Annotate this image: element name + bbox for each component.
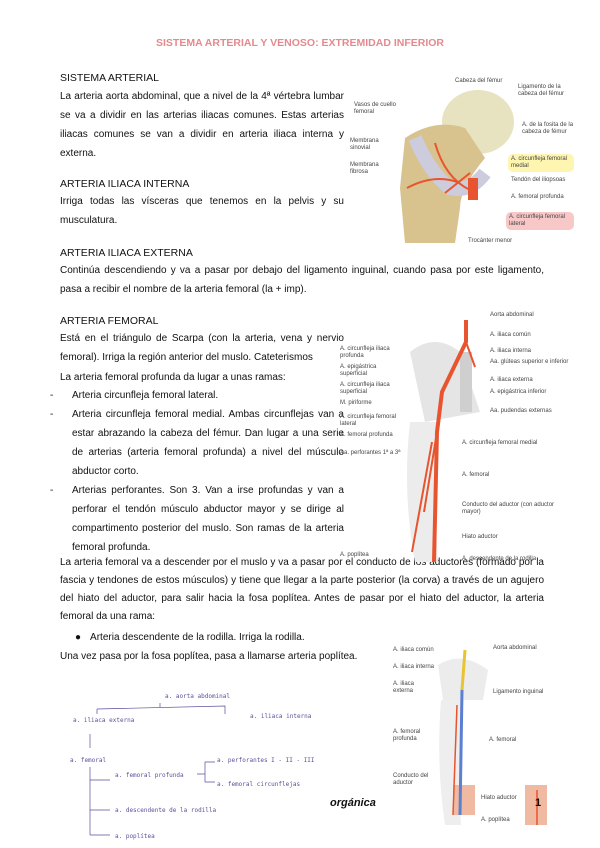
femur-head-figure: Cabeza del fémur Ligamento de la cabeza … <box>350 78 578 250</box>
figure-label: A. iliaca externa <box>393 681 415 694</box>
hand-label: a. femoral profunda <box>115 772 184 779</box>
figure-label: A. iliaca común <box>393 647 434 653</box>
figure-label: Conducto del aductor (con aductor mayor) <box>462 502 555 515</box>
figure-label: Ligamento inguinal <box>493 689 544 695</box>
figure-label: A. iliaca interna <box>393 664 435 670</box>
hand-label: a. aorta abdominal <box>165 693 230 700</box>
thigh-arteries-figure: Aorta abdominal A. iliaca común A. iliac… <box>340 312 580 568</box>
hand-label: a. femoral circunflejas <box>217 781 300 788</box>
figure-label: A. poplítea <box>340 552 369 558</box>
figure-label: Aorta abdominal <box>493 645 537 651</box>
hand-label: a. femoral <box>70 757 107 764</box>
figure-label: A. descendente de la rodilla <box>462 556 537 562</box>
dot-bullet: ●Arteria descendente de la rodilla. Irri… <box>75 632 305 643</box>
paragraph: Está en el triángulo de Scarpa (con la a… <box>60 333 344 363</box>
figure-label: A. circunfleja femoral medial <box>511 156 568 169</box>
figure-label: Hiato aductor <box>462 534 498 540</box>
footer-text: orgánica <box>330 797 376 809</box>
paragraph: La arteria aorta abdominal, que a nivel … <box>60 91 344 159</box>
list-item: -Arteria circunfleja femoral lateral. <box>50 390 219 401</box>
figure-label: A. femoral profunda <box>393 729 421 742</box>
paragraph: Una vez pasa por la fosa poplítea, pasa … <box>60 651 358 662</box>
femoral-vessels-figure: A. iliaca común A. iliaca interna A. ili… <box>393 645 563 830</box>
figure-label: A. femoral <box>462 472 490 478</box>
figure-label: A. iliaca externa <box>490 377 533 383</box>
figure-label: Hiato aductor <box>481 795 517 801</box>
figure-label: A. epigástrica inferior <box>490 389 547 395</box>
page-number: 1 <box>535 797 542 809</box>
figure-label: A. circunfleja femoral medial <box>462 440 538 446</box>
heading-iliaca-externa: ARTERIA ILIACA EXTERNA <box>60 247 193 259</box>
figure-label: A. iliaca común <box>490 332 531 338</box>
figure-label: Vasos de cuello femoral <box>354 102 396 115</box>
figure-label: Tendón del iliopsoas <box>511 177 566 183</box>
paragraph: La arteria femoral profunda da lugar a u… <box>60 372 286 383</box>
figure-label: A. circunfleja femoral lateral <box>340 414 397 427</box>
heading-arteria-femoral: ARTERIA FEMORAL <box>60 315 159 327</box>
figure-label: A. de la fosita de la cabeza de fémur <box>522 122 574 135</box>
figure-label: A. femoral <box>489 737 517 743</box>
figure-label: Trocánter menor <box>468 238 513 244</box>
figure-label: Aa. glúteas superior e inferior <box>490 359 569 365</box>
figure-label: Cabeza del fémur <box>455 78 503 84</box>
figure-label: Aorta abdominal <box>490 312 534 318</box>
hand-label: a. perforantes I - II - III <box>217 757 315 764</box>
figure-label: Ligamento de la cabeza del fémur <box>518 84 565 97</box>
figure-label: Conducto del aductor <box>393 773 429 786</box>
paragraph: La arteria femoral va a descender por el… <box>60 557 544 622</box>
hand-label: a. iliaca externa <box>73 717 135 724</box>
heading-sistema-arterial: SISTEMA ARTERIAL <box>60 72 160 84</box>
figure-label: A. femoral profunda <box>340 432 393 438</box>
figure-label: A. epigástrica superficial <box>340 364 377 377</box>
figure-label: M. piriforme <box>340 400 372 406</box>
figure-label: A. circunfleja iliaca superficial <box>340 382 390 395</box>
hand-label: a. poplítea <box>115 833 155 840</box>
figure-label: A. iliaca interna <box>490 348 532 354</box>
figure-label: A. circunfleja femoral lateral <box>509 214 566 227</box>
heading-iliaca-interna: ARTERIA ILIACA INTERNA <box>60 178 190 190</box>
figure-label: A. femoral profunda <box>511 194 564 200</box>
figure-label: Aa. perforantes 1ª a 3ª <box>340 450 401 456</box>
figure-label: Membrana sinovial <box>350 138 379 151</box>
figure-label: A. poplítea <box>481 817 510 823</box>
hand-label: a. iliaca interna <box>250 713 312 720</box>
figure-label: Membrana fibrosa <box>350 162 379 175</box>
paragraph: Irriga todas las vísceras que tenemos en… <box>60 196 344 226</box>
list-item: -Arterias perforantes. Son 3. Van a irse… <box>50 485 344 553</box>
figure-label: A. circunfleja iliaca profunda <box>340 346 390 359</box>
bullet-list: -Arteria circunfleja femoral lateral. -A… <box>50 386 344 557</box>
page-title: SISTEMA ARTERIAL Y VENOSO: EXTREMIDAD IN… <box>155 37 444 49</box>
handwritten-diagram: a. aorta abdominal a. iliaca externa a. … <box>70 693 315 840</box>
list-item: -Arteria circunfleja femoral medial. Amb… <box>50 409 344 477</box>
hand-label: a. descendente de la rodilla <box>115 807 217 814</box>
figure-label: Aa. pudendas externas <box>490 408 552 414</box>
paragraph: Continúa descendiendo y va a pasar por d… <box>60 265 544 295</box>
